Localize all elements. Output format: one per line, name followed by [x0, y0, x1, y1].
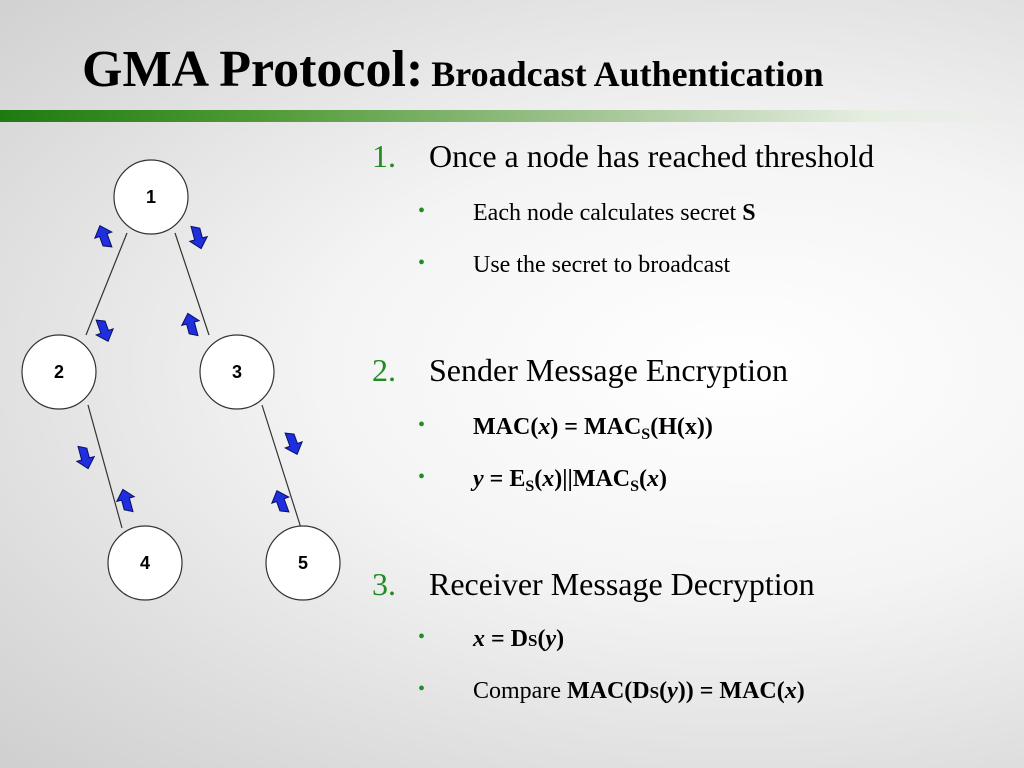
item-text: Receiver Message Decryption — [429, 566, 815, 602]
item-text: Sender Message Encryption — [429, 352, 789, 388]
bullet-dot: • — [418, 200, 426, 222]
title-divider — [0, 110, 1024, 122]
item-number: 1. — [372, 138, 396, 174]
tree-edges — [85, 232, 302, 529]
arrow-3-to-5 — [284, 432, 304, 455]
node-label-3: 3 — [232, 362, 242, 382]
bullet-dot: • — [418, 626, 426, 648]
bullet-dot: • — [418, 252, 426, 274]
bullet-dot: • — [418, 678, 426, 700]
arrow-5-to-3 — [270, 490, 290, 513]
arrow-4-to-2 — [115, 488, 136, 513]
item-number: 2. — [372, 352, 396, 388]
node-5 — [265, 525, 341, 601]
node-2 — [21, 334, 97, 410]
node-3 — [199, 334, 275, 410]
node-label-4: 4 — [140, 553, 150, 573]
item-text: Once a node has reached threshold — [429, 138, 875, 174]
node-4 — [107, 525, 183, 601]
node-labels: 1 2 3 4 5 — [54, 187, 308, 573]
node-1 — [113, 159, 189, 235]
item-number: 3. — [372, 566, 396, 602]
title-main: GMA Protocol: — [82, 41, 424, 98]
slide-title: GMA Protocol: Broadcast Authentication — [82, 40, 824, 99]
tree-nodes — [21, 159, 341, 601]
edge-1-2 — [85, 232, 128, 336]
node-label-1: 1 — [146, 187, 156, 207]
arrow-1-to-2 — [95, 319, 115, 342]
edge-1-3 — [174, 232, 210, 336]
arrow-3-to-1 — [180, 312, 201, 337]
secret-symbol: S — [742, 200, 756, 226]
edge-2-4 — [87, 404, 123, 529]
arrow-2-to-4 — [75, 445, 96, 470]
bullet-dot: • — [418, 466, 426, 488]
message-arrows — [75, 225, 304, 513]
edge-3-5 — [261, 404, 302, 529]
title-subtitle: Broadcast Authentication — [431, 54, 824, 94]
arrow-2-to-1 — [93, 225, 113, 248]
node-label-2: 2 — [54, 362, 64, 382]
bullet-dot: • — [418, 414, 426, 436]
node-label-5: 5 — [298, 553, 308, 573]
arrow-1-to-3 — [188, 225, 209, 250]
node-tree-diagram: 1 2 3 4 5 — [21, 159, 341, 601]
